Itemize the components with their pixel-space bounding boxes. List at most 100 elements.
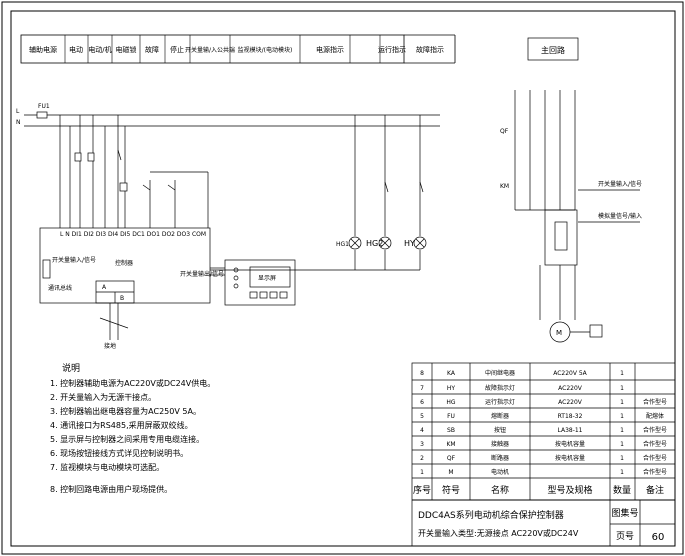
row-8-name: 中间继电器 <box>485 369 515 377</box>
ground-label: 接地 <box>104 342 116 350</box>
main-label-input: 开关量输入/信号 <box>598 180 642 188</box>
header-spec: 型号及规格 <box>547 484 592 496</box>
lamp-label-hg1: HG1 <box>336 241 349 248</box>
header-cell-7: 开关量输/入公共端 <box>185 46 235 54</box>
header-cell-6: 停止 <box>170 45 184 54</box>
row-1-sym: M <box>448 469 453 476</box>
row-6-spec: AC220V <box>558 399 583 406</box>
lamp-hy-icon <box>413 236 427 250</box>
row-2-sym: QF <box>447 455 456 462</box>
inner-border <box>10 10 676 547</box>
note-line-2: 2. 开关量输入为无源干接点。 <box>50 392 156 402</box>
row-5-spec: RT18-32 <box>558 413 583 420</box>
note-line-4: 4. 通讯接口为RS485,采用屏蔽双绞线。 <box>50 420 193 430</box>
supply-label-l: L <box>16 108 20 115</box>
row-3-name: 接触器 <box>491 440 509 448</box>
notes-title: 说明 <box>62 362 80 374</box>
box-label-a: A <box>102 284 107 291</box>
row-2-spec: 按电机容量 <box>555 454 585 462</box>
row-5-note: 配熔体 <box>646 412 664 420</box>
page-value: 60 <box>652 532 665 543</box>
fuse-label: FU1 <box>38 103 50 110</box>
title-line-1: DDC4AS系列电动机综合保护控制器 <box>418 509 564 521</box>
row-6-note: 合作型号 <box>643 398 667 406</box>
row-7-sym: HY <box>447 385 456 392</box>
main-label-km: KM <box>500 183 509 190</box>
header-note: 备注 <box>646 484 664 496</box>
module-left-label: 开关量输入/信号 <box>52 256 96 264</box>
row-4-no: 4 <box>420 427 424 434</box>
module-right-label: 开关量输出/信号 <box>180 270 224 278</box>
box-label-b: B <box>120 295 124 302</box>
header-cell-8: 监视模块/(电动模块) <box>238 46 293 54</box>
row-6-no: 6 <box>420 399 424 406</box>
header-cell-10: 运行指示 <box>378 45 406 54</box>
row-4-name: 按钮 <box>494 426 506 434</box>
header-no: 序号 <box>413 484 431 496</box>
note-line-7: 7. 监视模块与电动模块可选配。 <box>50 462 164 472</box>
header-cell-11: 故障指示 <box>416 45 444 54</box>
row-3-no: 3 <box>420 441 424 448</box>
row-1-no: 1 <box>420 469 424 476</box>
lamp-hg2-icon <box>378 236 392 250</box>
row-6-name: 运行指示灯 <box>485 398 515 406</box>
terminal-strip: L N DI1 DI2 DI3 DI4 DI5 DC1 DO1 DO2 DO3 … <box>60 231 206 238</box>
parts-table <box>411 362 676 547</box>
lamp-label-hg2: HG2 <box>366 239 383 248</box>
header-cell-3: 电动/机 <box>88 45 111 54</box>
row-2-name: 断路器 <box>491 454 509 462</box>
main-label-qf: QF <box>500 128 509 135</box>
main-label-motor: M <box>556 329 562 337</box>
note-line-1: 1. 控制器辅助电源为AC220V或DC24V供电。 <box>50 378 215 388</box>
row-4-spec: LA38-11 <box>557 427 582 434</box>
row-7-name: 故障指示灯 <box>485 384 515 392</box>
drawing-no-label: 图集号 <box>611 507 638 519</box>
note-line-3: 3. 控制器输出继电器容量为AC250V 5A。 <box>50 406 201 416</box>
header-cell-4: 电磁锁 <box>116 45 137 54</box>
row-5-qty: 1 <box>620 413 624 420</box>
row-2-note: 合作型号 <box>643 454 667 462</box>
row-1-qty: 1 <box>620 469 624 476</box>
main-circuit <box>514 37 640 343</box>
header-cell-2: 电动 <box>69 45 83 54</box>
header-cell-1: 辅助电源 <box>29 45 57 54</box>
row-5-no: 5 <box>420 413 424 420</box>
row-1-note: 合作型号 <box>643 468 667 476</box>
parts-rows: 8 KA 中间继电器 AC220V 5A 1 7 HY 故障指示灯 AC220V… <box>413 369 667 496</box>
row-3-qty: 1 <box>620 441 624 448</box>
row-4-sym: SB <box>447 427 455 434</box>
main-label-analog: 模拟量信号/输入 <box>598 212 642 220</box>
row-3-sym: KM <box>446 441 455 448</box>
header-sym: 符号 <box>442 484 460 496</box>
row-4-note: 合作型号 <box>643 426 667 434</box>
row-8-qty: 1 <box>620 370 624 377</box>
header-cell-9: 电源指示 <box>316 45 344 54</box>
row-3-spec: 按电机容量 <box>555 440 585 448</box>
note-line-5: 5. 显示屏与控制器之间采用专用电缆连接。 <box>50 434 204 444</box>
controller-name: 控制器 <box>115 259 133 267</box>
row-5-sym: FU <box>447 413 455 420</box>
row-8-sym: KA <box>447 370 456 377</box>
header-cell-5: 故障 <box>145 45 159 54</box>
header-row: 辅助电源 电动 电动/机 电磁锁 故障 停止 开关量输/入公共端 监视模块/(电… <box>20 34 456 64</box>
supply-label-n: N <box>16 119 21 126</box>
title-line-2: 开关量输入类型:无源接点 AC220V或DC24V <box>418 528 579 538</box>
row-6-sym: HG <box>446 399 456 406</box>
row-6-qty: 1 <box>620 399 624 406</box>
lamp-label-hy: HY <box>404 239 415 248</box>
row-1-name: 电动机 <box>491 468 509 476</box>
main-circuit-title: 主回路 <box>541 45 565 55</box>
control-circuit <box>24 111 440 340</box>
note-line-8: 8. 控制回路电源由用户现场提供。 <box>50 484 172 494</box>
row-2-qty: 1 <box>620 455 624 462</box>
display-label: 显示屏 <box>258 275 276 282</box>
row-3-note: 合作型号 <box>643 440 667 448</box>
indicator-branches <box>210 115 427 271</box>
row-5-name: 熔断器 <box>491 412 509 420</box>
page-label: 页号 <box>616 531 634 542</box>
lamp-hg1-icon <box>348 236 362 250</box>
row-7-no: 7 <box>420 385 424 392</box>
header-name: 名称 <box>491 484 509 496</box>
